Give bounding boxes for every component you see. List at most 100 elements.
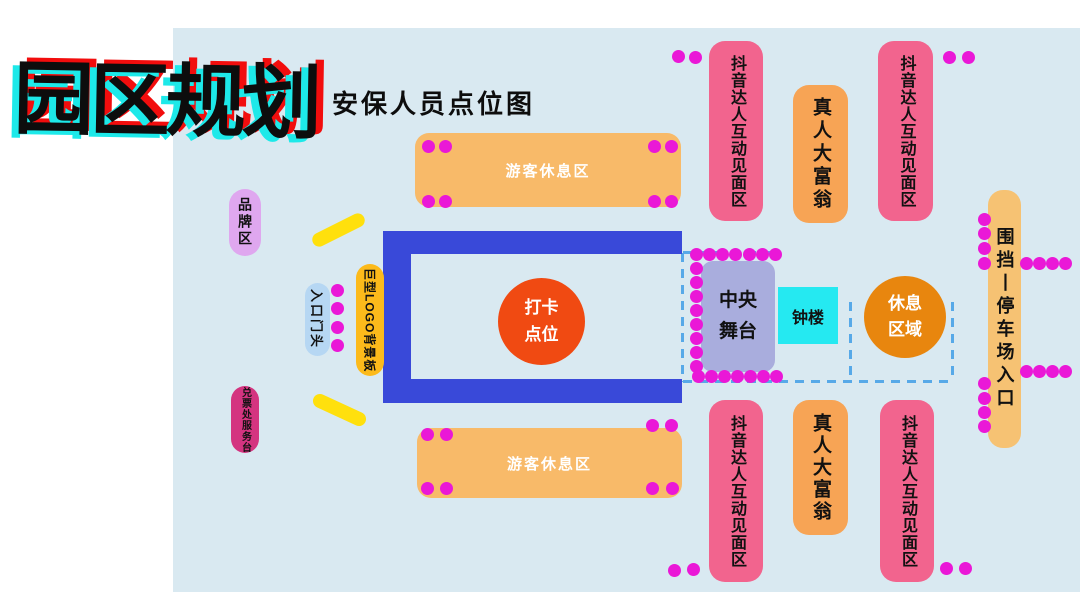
security-point-dot — [439, 481, 453, 495]
zone-douyin-meet-bottom-left: 抖音达人互动见面区 — [709, 400, 763, 582]
security-point-dot — [645, 481, 659, 495]
security-point-dot — [755, 247, 769, 261]
security-point-dot — [730, 369, 744, 383]
security-point-dot — [330, 301, 344, 315]
zone-visitor-rest-bottom: 游客休息区 — [417, 428, 682, 498]
security-point-dot — [977, 226, 991, 240]
security-point-dot — [689, 303, 703, 317]
zone-douyin-meet-top-right-label: 抖音达人互动见面区 — [897, 54, 915, 208]
security-point-dot — [647, 139, 661, 153]
security-point-dot — [421, 139, 435, 153]
security-point-dot — [647, 194, 661, 208]
security-point-dot — [664, 139, 678, 153]
zone-clock-tower: 钟楼 — [778, 287, 838, 344]
security-point-dot — [439, 427, 453, 441]
security-point-dot — [689, 261, 703, 275]
zone-logo-backdrop: 巨型LOGO背景板 — [356, 264, 384, 376]
zone-entrance-gate-label: 入口门头 — [309, 289, 324, 350]
security-point-dot — [939, 561, 953, 575]
zone-visitor-rest-top: 游客休息区 — [415, 133, 681, 207]
zone-barrier-parking-entrance: 围挡丨停车场入口 — [988, 190, 1021, 448]
zone-brand-area-label: 品牌区 — [237, 197, 253, 248]
security-point-dot — [1058, 256, 1072, 270]
security-point-dot — [769, 369, 783, 383]
security-point-dot — [742, 247, 756, 261]
security-point-dot — [977, 376, 991, 390]
dashed-guide-bottom — [683, 380, 953, 383]
zone-douyin-meet-top-left-label: 抖音达人互动见面区 — [728, 54, 745, 208]
security-point-dot — [977, 241, 991, 255]
zone-monopoly-bottom-label: 真人大富翁 — [810, 412, 831, 523]
zone-brand-area: 品牌区 — [229, 189, 261, 256]
page-title: 园区规划 — [13, 54, 319, 149]
zone-logo-backdrop-label: 巨型LOGO背景板 — [362, 267, 377, 373]
zone-rest-area-label: 休息区域 — [888, 293, 922, 339]
zone-monopoly-top: 真人大富翁 — [793, 85, 848, 223]
security-point-dot — [689, 247, 703, 261]
zone-checkin-spot: 打卡点位 — [498, 278, 585, 365]
security-point-dot — [1019, 364, 1033, 378]
security-point-dot — [942, 50, 956, 64]
security-point-dot — [686, 562, 700, 576]
security-point-dot — [664, 194, 678, 208]
security-point-dot — [702, 247, 716, 261]
security-point-dot — [689, 289, 703, 303]
security-point-dot — [1045, 364, 1059, 378]
zone-checkin-spot-label: 打卡点位 — [524, 298, 559, 344]
zone-visitor-rest-top-label: 游客休息区 — [505, 162, 591, 180]
security-point-dot — [1032, 256, 1046, 270]
zone-douyin-meet-bottom-left-label: 抖音达人互动见面区 — [728, 414, 745, 568]
security-point-dot — [756, 369, 770, 383]
page-subtitle: 安保人员点位图 — [332, 89, 536, 119]
security-point-dot — [330, 320, 344, 334]
security-point-dot — [689, 345, 703, 359]
security-point-dot — [330, 283, 344, 297]
zone-douyin-meet-top-right: 抖音达人互动见面区 — [878, 41, 933, 221]
zone-monopoly-top-label: 真人大富翁 — [810, 96, 831, 212]
security-point-dot — [715, 247, 729, 261]
security-point-dot — [1032, 364, 1046, 378]
zone-central-stage-label: 中央舞台 — [718, 290, 757, 342]
security-point-dot — [977, 419, 991, 433]
security-point-dot — [330, 338, 344, 352]
security-point-dot — [420, 427, 434, 441]
security-point-dot — [977, 212, 991, 226]
security-point-dot — [689, 331, 703, 345]
security-point-dot — [977, 391, 991, 405]
security-point-dot — [689, 275, 703, 289]
zone-ticket-desk-label: 兑票处服务台 — [239, 386, 251, 453]
security-point-dot — [1058, 364, 1072, 378]
security-point-dot — [977, 405, 991, 419]
zone-ticket-desk: 兑票处服务台 — [231, 386, 259, 453]
security-point-dot — [717, 369, 731, 383]
zone-douyin-meet-top-left: 抖音达人互动见面区 — [709, 41, 763, 221]
security-point-dot — [688, 50, 702, 64]
zone-visitor-rest-bottom-label: 游客休息区 — [506, 455, 592, 473]
zone-douyin-meet-bottom-right-label: 抖音达人互动见面区 — [899, 414, 916, 568]
stage-bracket-shape — [383, 231, 682, 403]
security-point-dot — [689, 359, 703, 373]
zone-entrance-gate: 入口门头 — [305, 283, 330, 356]
zone-central-stage: 中央舞台 — [701, 261, 775, 372]
zone-clock-tower-label: 钟楼 — [791, 309, 824, 327]
security-point-dot — [704, 369, 718, 383]
security-point-dot — [691, 369, 705, 383]
security-point-dot — [728, 247, 742, 261]
security-point-dot — [667, 563, 681, 577]
security-point-dot — [421, 194, 435, 208]
dashed-guide-right — [951, 302, 954, 381]
dashed-guide-middle — [849, 302, 852, 381]
security-point-dot — [961, 50, 975, 64]
security-point-dot — [1045, 256, 1059, 270]
security-point-dot — [977, 256, 991, 270]
zone-douyin-meet-bottom-right: 抖音达人互动见面区 — [880, 400, 934, 582]
security-point-dot — [671, 49, 685, 63]
zone-rest-area: 休息区域 — [864, 276, 946, 358]
security-point-dot — [743, 369, 757, 383]
dashed-guide-left — [681, 253, 684, 382]
security-point-dot — [645, 418, 659, 432]
security-point-dot — [664, 418, 678, 432]
security-point-dot — [665, 481, 679, 495]
security-point-dot — [438, 194, 452, 208]
